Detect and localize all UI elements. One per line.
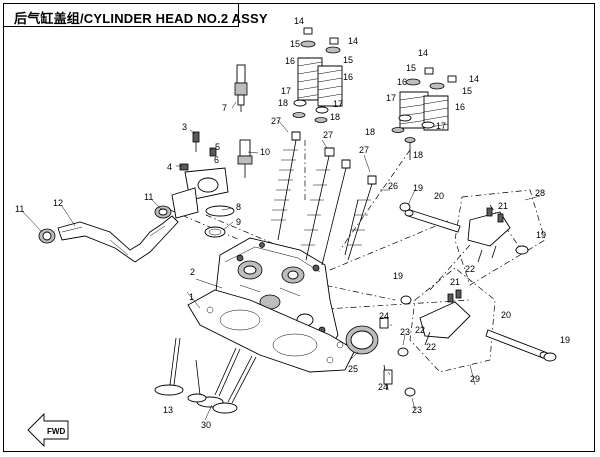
callout-15c: 15 [406,63,416,73]
callout-17b: 17 [333,99,343,109]
temperature-sensor [237,139,253,178]
callout-12: 12 [53,198,63,208]
leader-lines [22,101,541,421]
forward-arrow-icon [27,412,69,448]
coolant-hose [38,205,179,263]
callout-1: 1 [189,292,194,302]
callout-9: 9 [236,217,241,227]
port-seal [345,325,379,355]
callout-16c: 16 [397,77,407,87]
callout-7: 7 [222,103,227,113]
callout-26: 26 [388,181,398,191]
callout-22a: 22 [465,264,475,274]
diagram-frame [3,3,595,452]
callout-17d: 17 [436,121,446,131]
callout-11a: 11 [15,204,24,214]
callout-19d: 19 [560,335,570,345]
callout-16d: 16 [455,102,465,112]
callout-15a: 15 [290,39,300,49]
callout-27b: 27 [323,130,333,140]
callout-5: 5 [215,142,220,152]
callout-30: 30 [201,420,211,430]
forward-arrow: FWD [27,412,69,448]
callout-27a: 27 [271,116,281,126]
valves [154,337,257,414]
callout-14b: 14 [348,36,358,46]
valve-springs-left [292,27,343,123]
callout-14d: 14 [469,74,479,84]
callout-14c: 14 [418,48,428,58]
callout-21a: 21 [498,201,508,211]
callout-22c: 22 [426,342,436,352]
rocker-assembly-upper [399,202,529,263]
callout-3: 3 [182,122,187,132]
callout-21b: 21 [450,277,460,287]
callout-18c: 18 [365,127,375,137]
callout-19c: 19 [393,271,403,281]
head-bolts [271,131,377,266]
callout-15b: 15 [343,55,353,65]
callout-24b: 24 [378,382,388,392]
callout-13: 13 [163,405,173,415]
callout-17a: 17 [281,86,291,96]
callout-16a: 16 [285,56,295,66]
fwd-label: FWD [47,427,65,436]
callout-11b: 11 [144,192,153,202]
callout-23a: 23 [400,327,410,337]
callout-18b: 18 [330,112,340,122]
valve-springs-right [391,67,457,160]
callout-22b: 22 [415,325,425,335]
callout-numbers: 1 2 3 4 5 6 7 8 9 10 11 11 12 13 14 14 1… [15,16,570,430]
callout-29: 29 [470,374,480,384]
callout-8: 8 [236,202,241,212]
diagram-title: 后气缸盖组/CYLINDER HEAD NO.2 ASSY [14,11,268,26]
thermostat-housing [171,131,235,238]
callout-16b: 16 [343,72,353,82]
callout-2: 2 [190,267,195,277]
callout-28: 28 [535,188,545,198]
rocker-assembly-lower [400,289,557,362]
callout-6: 6 [214,155,219,165]
callout-17c: 17 [386,93,396,103]
callout-18d: 18 [413,150,423,160]
spark-plug [234,64,248,112]
title-box: 后气缸盖组/CYLINDER HEAD NO.2 ASSY [3,3,268,27]
callout-19b: 19 [536,230,546,240]
callout-25: 25 [348,364,358,374]
callout-20b: 20 [501,310,511,320]
callout-4: 4 [167,162,172,172]
drain-plug [379,317,416,397]
callout-18a: 18 [278,98,288,108]
callout-10: 10 [260,147,270,157]
callout-19a: 19 [413,183,423,193]
callout-24a: 24 [379,311,389,321]
callout-27c: 27 [359,145,369,155]
callout-15d: 15 [462,86,472,96]
callout-14a: 14 [294,16,304,26]
callout-23b: 23 [412,405,422,415]
callout-20a: 20 [434,191,444,201]
